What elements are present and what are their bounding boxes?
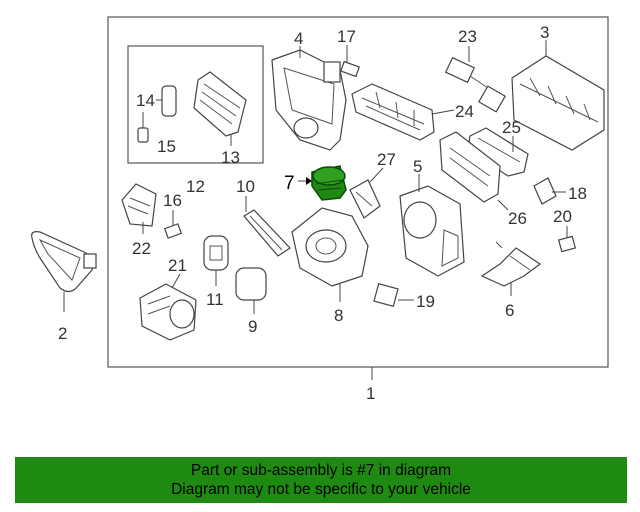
- callout-15: 15: [157, 137, 176, 156]
- callout-23: 23: [458, 27, 477, 46]
- part-26-panel[interactable]: [439, 131, 501, 203]
- part-7-blower-motor[interactable]: [311, 165, 347, 201]
- callout-8: 8: [334, 306, 343, 325]
- callout-9: 9: [248, 317, 257, 336]
- part-10-gasket[interactable]: [243, 209, 291, 257]
- part-13-filter[interactable]: [193, 71, 247, 137]
- part-16-clip[interactable]: [163, 223, 183, 239]
- callout-18: 18: [568, 184, 587, 203]
- part-6-duct[interactable]: [480, 241, 542, 287]
- part-11-seal[interactable]: [203, 235, 229, 271]
- part-24-door[interactable]: [351, 83, 435, 141]
- part-5-heater-box[interactable]: [399, 185, 465, 277]
- info-banner: Part or sub-assembly is #7 in diagram Di…: [15, 457, 627, 503]
- part-14-clip[interactable]: [161, 85, 177, 117]
- part-4-housing[interactable]: [271, 49, 347, 151]
- part-22-resistor[interactable]: [121, 183, 157, 227]
- banner-line-2: Diagram may not be specific to your vehi…: [171, 481, 471, 498]
- part-3-case[interactable]: [511, 55, 605, 151]
- callout-11: 11: [206, 290, 224, 309]
- callout-2: 2: [58, 324, 67, 343]
- part-15-clip[interactable]: [137, 127, 149, 143]
- callout-19: 19: [416, 292, 435, 311]
- callout-21: 21: [168, 256, 187, 275]
- callout-13: 13: [221, 148, 240, 167]
- banner-line-1: Part or sub-assembly is #7 in diagram: [190, 462, 452, 479]
- part-18-connector[interactable]: [533, 177, 557, 205]
- callout-26: 26: [508, 209, 527, 228]
- callout-1: 1: [366, 384, 375, 403]
- part-8-blower-case[interactable]: [291, 207, 369, 287]
- callout-10: 10: [236, 177, 255, 196]
- subassembly-frame-12: [127, 45, 264, 164]
- part-17-sensor[interactable]: [340, 60, 360, 78]
- callout-17: 17: [337, 27, 356, 46]
- callout-3: 3: [540, 23, 549, 42]
- assembly-frame: [107, 16, 609, 368]
- callout-6: 6: [505, 301, 514, 320]
- callout-5: 5: [413, 157, 422, 176]
- part-19-relay[interactable]: [373, 282, 399, 308]
- part-27-filter[interactable]: [349, 179, 381, 219]
- callout-7: 7: [284, 173, 295, 194]
- callout-4: 4: [294, 29, 303, 48]
- part-23-actuator[interactable]: [444, 56, 506, 113]
- part-9-seal[interactable]: [235, 267, 267, 301]
- callout-16: 16: [163, 191, 182, 210]
- callout-20: 20: [553, 207, 572, 226]
- part-2-duct[interactable]: [31, 231, 97, 293]
- callout-24: 24: [455, 102, 474, 121]
- callout-22: 22: [132, 239, 151, 258]
- callout-14: 14: [136, 91, 155, 110]
- callout-27: 27: [377, 150, 396, 169]
- part-20-clip[interactable]: [557, 235, 577, 253]
- callout-12: 12: [186, 177, 205, 196]
- callout-25: 25: [502, 118, 521, 137]
- part-21-housing[interactable]: [139, 283, 197, 341]
